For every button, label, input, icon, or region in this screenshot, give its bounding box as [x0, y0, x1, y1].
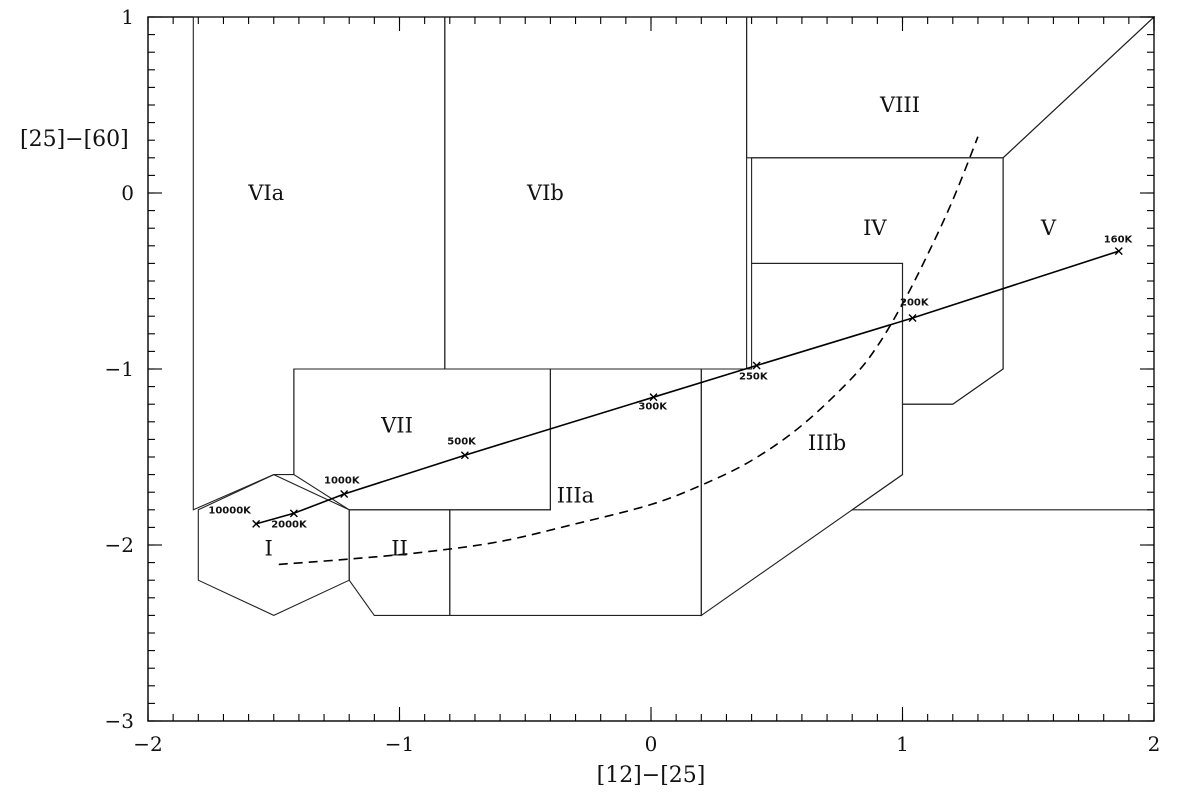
region-ii-label: II	[391, 537, 408, 561]
y-tick-label: −2	[105, 533, 134, 557]
y-tick-label: 1	[121, 5, 134, 29]
region-iiia-label: IIIa	[557, 484, 594, 508]
region-i-label: I	[265, 537, 273, 561]
region-vib-boundary	[444, 16, 748, 370]
blackbody-point-marker	[908, 313, 917, 322]
y-tick-label: 0	[121, 181, 134, 205]
blackbody-point-marker	[289, 509, 298, 518]
region-iiib-label: IIIb	[808, 431, 846, 455]
region-ii-boundary	[348, 509, 451, 616]
x-axis-label: [12]−[25]	[597, 763, 706, 788]
blackbody-point-marker	[649, 393, 658, 402]
x-tick-label: −2	[133, 732, 162, 756]
region-iv-label: IV	[863, 216, 887, 240]
y-tick-label: −1	[105, 357, 134, 381]
region-vib-label: VIb	[526, 181, 564, 205]
x-tick-label: 0	[645, 732, 658, 756]
temperature-label: 200K	[900, 298, 930, 309]
blackbody-point-marker	[252, 519, 261, 528]
temperature-label: 10000K	[208, 505, 252, 516]
blackbody-point-marker	[1114, 247, 1123, 256]
x-tick-label: −1	[385, 732, 414, 756]
temperature-label: 160K	[1104, 234, 1134, 245]
region-vii-label: VII	[380, 413, 413, 437]
temperature-label: 2000K	[271, 519, 308, 530]
region-iiib-boundary	[700, 262, 904, 617]
temperature-label: 500K	[447, 437, 477, 448]
temperature-label: 250K	[739, 372, 769, 383]
region-viii-label: VIII	[879, 93, 920, 117]
temperature-label: 1000K	[324, 475, 361, 486]
region-vii-boundary	[293, 368, 551, 511]
blackbody-point-marker	[460, 451, 469, 460]
x-tick-label: 2	[1148, 732, 1161, 756]
region-iv-boundary	[751, 157, 1004, 405]
blackbody-point-marker	[752, 361, 761, 370]
x-tick-label: 1	[896, 732, 909, 756]
y-tick-label: −3	[105, 709, 134, 733]
region-viii-boundary	[746, 16, 1156, 159]
region-v-label: V	[1040, 216, 1057, 240]
y-axis-label: [25]−[60]	[20, 127, 129, 152]
temperature-label: 300K	[638, 402, 668, 413]
regions-layer	[192, 15, 1156, 617]
region-via-label: VIa	[247, 181, 284, 205]
dashed-curve	[278, 136, 979, 566]
blackbody-line	[255, 250, 1120, 525]
curves-layer	[252, 136, 1123, 566]
region-v-boundary	[850, 15, 1155, 511]
blackbody-point-marker	[340, 489, 349, 498]
